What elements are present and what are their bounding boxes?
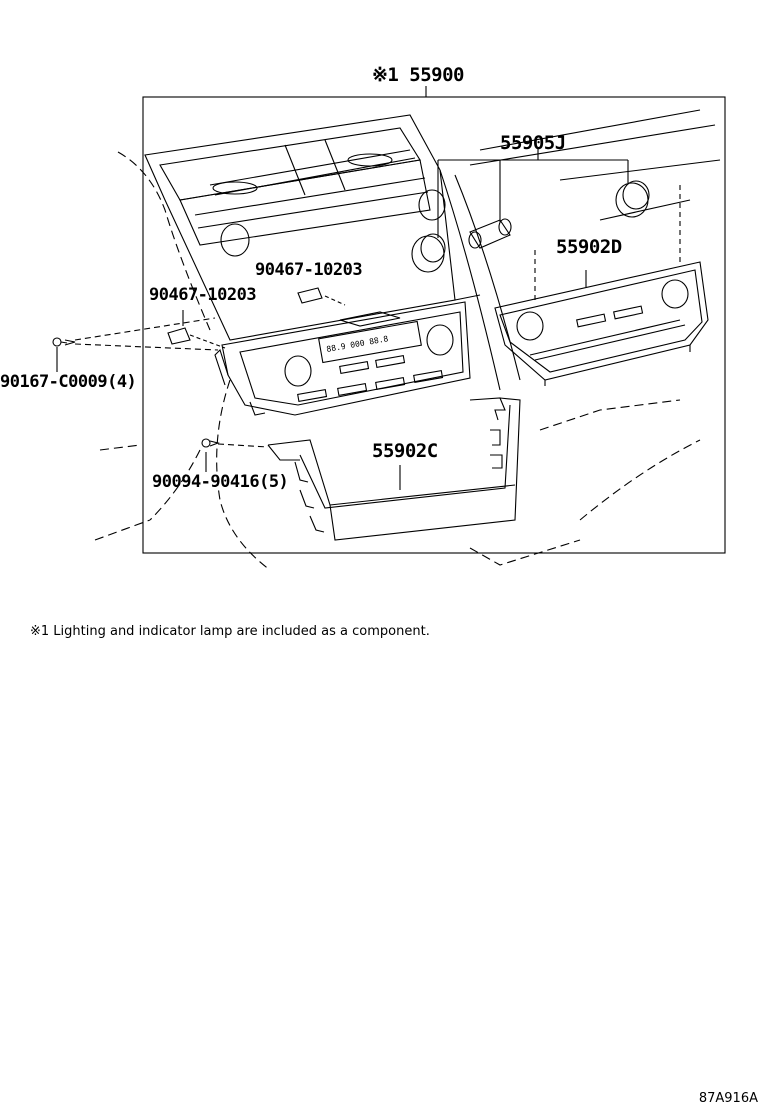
clip-left — [167, 327, 226, 349]
label-panel-55902D: 55902D — [556, 236, 622, 258]
assembly-frame — [142, 96, 726, 554]
label-panel-55902C: 55902C — [372, 440, 438, 462]
label-knob-55905J: 55905J — [500, 132, 566, 154]
label-screw-lower: 90094-90416(5) — [152, 472, 289, 492]
svg-text:88.9 000 88.8: 88.9 000 88.8 — [326, 334, 389, 354]
clip-upper — [297, 287, 346, 306]
control-knob-right — [615, 180, 650, 218]
dashboard-vents — [144, 109, 721, 391]
label-clip-left: 90467-10203 — [149, 285, 257, 305]
label-clip-upper: 90467-10203 — [255, 260, 363, 280]
screw-lower — [201, 438, 269, 448]
footnote: ※1 Lighting and indicator lamp are inclu… — [30, 624, 430, 639]
dashboard-outline — [94, 151, 701, 571]
label-screw-left: 90167-C0009(4) — [0, 372, 137, 392]
screw-left — [52, 317, 219, 351]
control-knob-left — [411, 233, 446, 273]
lower-trim-panel-55902C — [267, 397, 521, 541]
label-assembly-55900: ※1 55900 — [372, 64, 465, 86]
diagram-code: 87A916A — [698, 1091, 758, 1106]
control-knob-middle — [468, 218, 512, 249]
control-faceplate-55902D — [494, 261, 709, 386]
climate-control-unit: 88.9 000 88.8 — [214, 301, 471, 416]
